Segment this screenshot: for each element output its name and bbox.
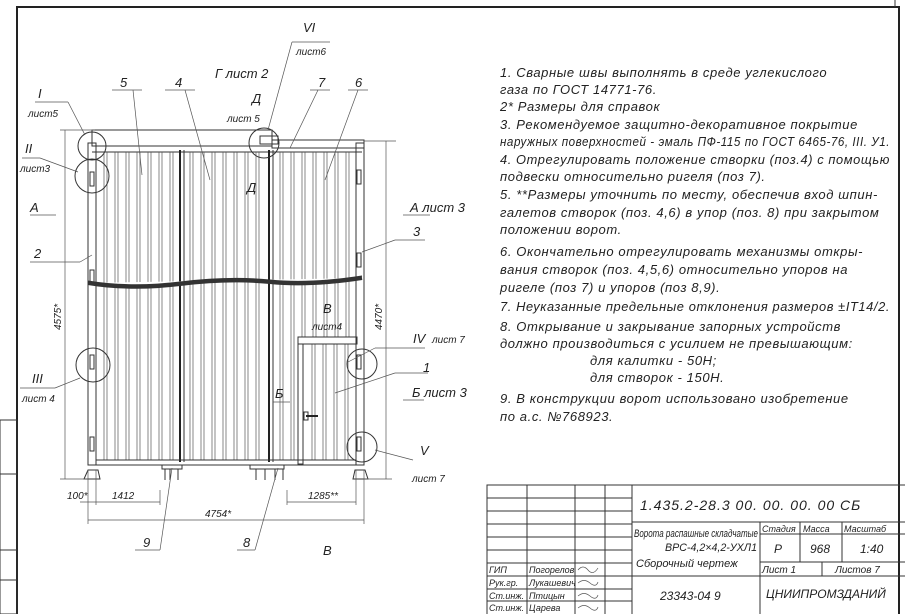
product-name-line2: ВРС-4,2×4,2-УХЛ1 (665, 542, 757, 554)
callout-III-sheet: лист 4 (21, 394, 55, 405)
title-block: 1.435.2-28.3 00. 00. 00. 00 СБ Ворота ра… (486, 484, 905, 614)
position-8: 8 (243, 535, 251, 550)
dim-height-left: 4575* (53, 303, 64, 330)
sheet-count: Листов 7 (834, 565, 880, 576)
drawing-border (16, 6, 900, 614)
note-line: ригеле (поз 7) и упоров (поз 8,9). (499, 280, 720, 295)
callout-V-sheet: лист 7 (411, 474, 445, 485)
position-6: 6 (355, 75, 363, 90)
position-3: 3 (413, 224, 421, 239)
section-v-letter-2: В (323, 543, 332, 558)
signature-name: Птицын (529, 591, 565, 601)
note-line: галетов створок (поз. 4,6) в упор (поз. … (500, 205, 879, 220)
callout-II-num: II (25, 141, 33, 156)
left-stamp-strip (0, 419, 18, 614)
note-line: для створок - 150Н. (590, 370, 724, 385)
note-line: вания створок (поз. 4,5,6) относительно … (500, 262, 848, 277)
product-name-line1: Ворота распашные складчатые (634, 528, 758, 540)
archive-number: 23343-04 9 (659, 589, 721, 603)
section-a-left: А (29, 200, 39, 215)
note-line: 1. Сварные швы выполнять в среде углекис… (500, 65, 827, 80)
callout-II-sheet: лист3 (19, 164, 51, 175)
section-b-right: Б лист 3 (412, 385, 468, 400)
callout-III-num: III (32, 371, 43, 386)
note-line: должно производиться с усилием не превыш… (500, 336, 853, 351)
signature-role: Рук.гр. (489, 578, 518, 588)
note-line: 5. **Размеры уточнить по месту, обеспечи… (500, 187, 878, 202)
position-5: 5 (120, 75, 128, 90)
note-line: 8. Открывание и закрывание запорных устр… (500, 319, 841, 334)
document-code: 1.435.2-28.3 00. 00. 00. 00 СБ (640, 497, 861, 513)
dim-leaf-width: 1412 (112, 491, 135, 502)
section-d-sheet: лист 5 (226, 114, 260, 125)
drawing-type: Сборочный чертеж (636, 558, 738, 570)
position-4: 4 (175, 75, 182, 90)
gate-elevation (74, 127, 378, 480)
section-b-letter: Б (275, 386, 284, 401)
signature-name: Погорелов (529, 565, 575, 575)
note-line: 3. Рекомендуемое защитно-декоративное по… (500, 117, 858, 132)
note-line: 2* Размеры для справок (499, 99, 660, 114)
stage-value: Р (774, 542, 782, 556)
position-7: 7 (318, 75, 326, 90)
note-line: наружных поверхностей - эмаль ПФ-115 по … (500, 134, 890, 149)
callout-VI-sheet: лист6 (295, 47, 327, 58)
section-d-letter: Д (250, 91, 261, 106)
callout-I-sheet: лист5 (27, 109, 59, 120)
signature-role: ГИП (489, 565, 507, 575)
signature-name: Царева (529, 603, 560, 613)
sheet-number: Лист 1 (761, 565, 796, 576)
callout-VI-num: VI (303, 20, 316, 35)
technical-notes: 1. Сварные швы выполнять в среде углекис… (499, 65, 890, 424)
section-v-sheet: лист4 (311, 322, 343, 333)
mass-value: 968 (810, 542, 830, 556)
leader-lines (20, 41, 430, 551)
position-2: 2 (33, 246, 42, 261)
note-line: для калитки - 50Н; (590, 353, 717, 368)
mass-label: Масса (803, 524, 830, 534)
callout-IV-num: IV (413, 331, 427, 346)
position-9: 9 (143, 535, 150, 550)
section-a-right: А лист 3 (409, 200, 466, 215)
note-line: 7. Неуказанные предельные отклонения раз… (500, 299, 890, 314)
note-line: газа по ГОСТ 14771-76. (500, 82, 657, 97)
note-line: 6. Окончательно отрегулировать механизмы… (500, 244, 863, 259)
position-1: 1 (423, 360, 430, 375)
dim-total-width: 4754* (205, 509, 232, 520)
drawing-labels: VI лист6 I лист5 II лист3 III лист 4 IV … (19, 20, 468, 558)
section-v-letter: В (323, 301, 332, 316)
note-line: положении ворот. (500, 222, 622, 237)
note-line: 4. Отрегулировать положение створки (поз… (500, 152, 890, 167)
stage-label: Стадия (762, 524, 796, 534)
note-line: 9. В конструкции ворот использовано изоб… (500, 391, 849, 406)
dim-offset: 100* (67, 491, 89, 502)
note-line: подвески относительно ригеля (поз 7). (500, 169, 766, 184)
dim-height-right: 4470* (374, 303, 385, 330)
callout-IV-sheet: лист 7 (431, 335, 465, 346)
signature-role: Ст.инж. (489, 603, 524, 613)
callout-V-num: V (420, 443, 430, 458)
signature-name: Лукашевич (528, 578, 576, 588)
callout-I-num: I (38, 86, 42, 101)
section-d-letter-2: Д (245, 180, 256, 195)
dimension-lines (60, 129, 396, 524)
scale-value: 1:40 (860, 542, 884, 556)
view-g-label: Г лист 2 (215, 66, 269, 81)
dim-wicket-width: 1285** (308, 491, 339, 502)
signature-role: Ст.инж. (489, 591, 524, 601)
scale-label: Масштаб (844, 524, 887, 534)
organization: ЦНИИПРОМЗДАНИЙ (766, 585, 886, 601)
note-line: по а.с. №768923. (500, 409, 613, 424)
